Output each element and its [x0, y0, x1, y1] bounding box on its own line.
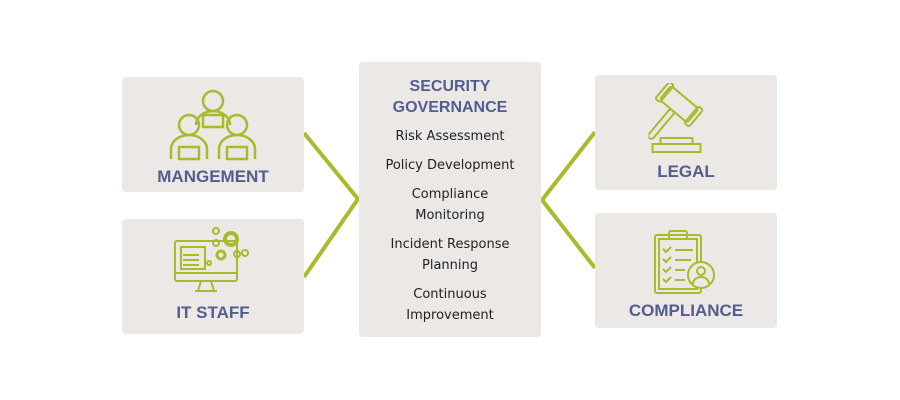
compliance-node: COMPLIANCE [595, 213, 777, 328]
clipboard-checklist-icon [654, 230, 715, 294]
gavel-icon [648, 83, 704, 153]
it-staff-node: IT STAFF [122, 219, 304, 334]
computer-gears-icon [174, 227, 249, 292]
management-node: MANGEMENT [122, 77, 304, 192]
team-icon [169, 89, 257, 161]
legal-node: LEGAL [595, 75, 777, 190]
management-label: MANGEMENT [157, 167, 269, 186]
it-staff-label: IT STAFF [176, 303, 250, 322]
item-policy-development: Policy Development [385, 158, 515, 173]
compliance-label: COMPLIANCE [628, 301, 744, 320]
legal-label: LEGAL [657, 162, 715, 181]
item-risk-assessment: Risk Assessment [395, 129, 505, 144]
